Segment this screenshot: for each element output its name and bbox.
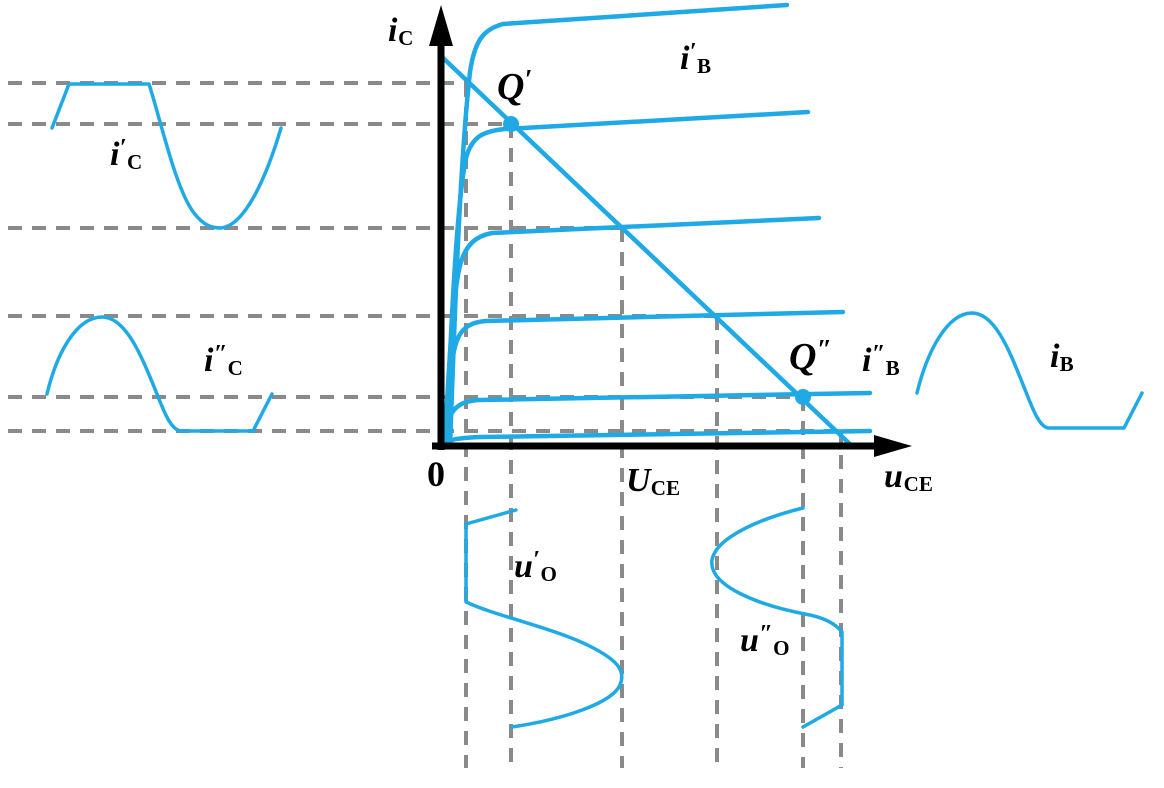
ic-doubleprime-wave-clipped-bottom — [45, 315, 274, 433]
q-doubleprime-dot — [795, 389, 811, 405]
label-origin: 0 — [427, 454, 445, 494]
label-ic-prime-wave: i′C — [110, 133, 143, 174]
label-q-doubleprime: Q″ — [789, 333, 833, 378]
label-ic-axis: iC — [388, 12, 414, 50]
label-uo-prime-wave: u′O — [514, 545, 557, 586]
label-uce-axis: uCE — [884, 458, 933, 496]
ic-axis-arrowhead — [429, 5, 453, 46]
label-ic-doubleprime-wave: i″C — [204, 339, 243, 380]
load-line — [439, 54, 856, 450]
char-curve-3 — [442, 215, 822, 449]
ib-wave-clipped-bottom — [915, 311, 1144, 430]
uo-prime-wave-clipped-left — [464, 508, 624, 729]
label-ib-doubleprime-curve: i″B — [862, 339, 900, 380]
label-ib-prime-curve: i′B — [680, 37, 712, 78]
char-curve-ib-doubleprime — [440, 390, 873, 449]
uce-axis-arrowhead — [874, 435, 912, 457]
uo-doubleprime-wave-clipped-right — [710, 506, 844, 729]
q-prime-dot — [503, 116, 519, 132]
label-Uce-value: UCE — [626, 462, 681, 500]
label-q-prime: Q′ — [497, 63, 533, 108]
label-uo-doubleprime-wave: u″O — [740, 619, 790, 660]
label-ib-wave: iB — [1050, 338, 1074, 376]
char-curve-4 — [441, 309, 846, 449]
ic-prime-wave-clipped-top — [50, 82, 283, 230]
